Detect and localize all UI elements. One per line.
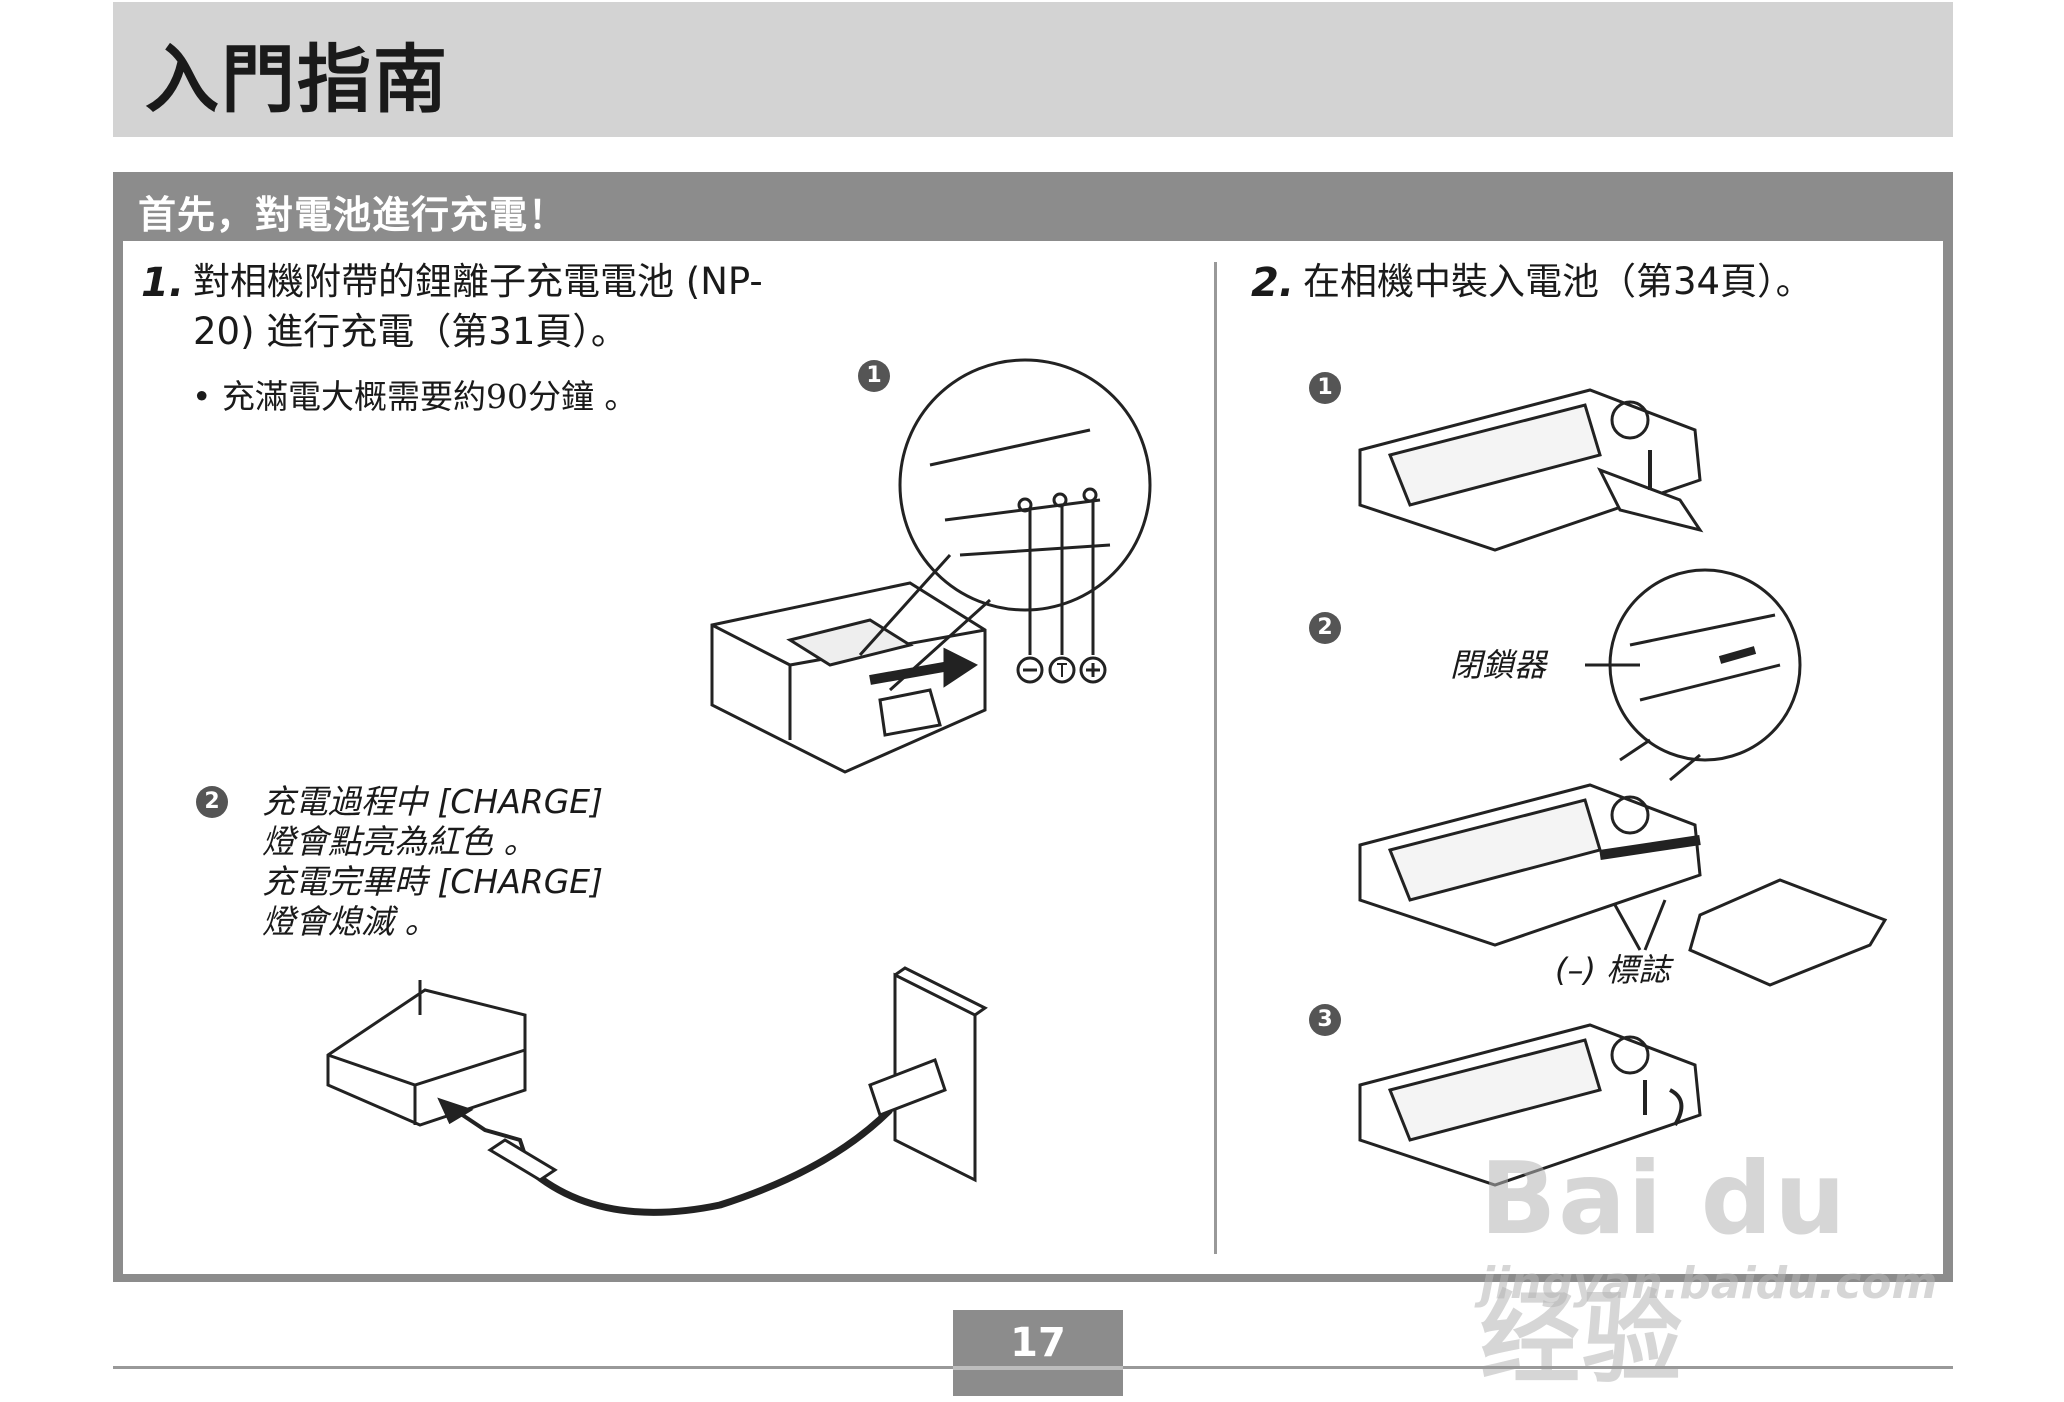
charge-note: 充電過程中 [CHARGE] 燈會點亮為紅色 。 充電完畢時 [CHARGE] … (262, 782, 603, 942)
page-number-box (953, 1310, 1123, 1396)
latch-label: 閉鎖器 (1450, 646, 1547, 684)
step1-number: 1. (141, 260, 185, 306)
section-heading: 首先，對電池進行充電！ (138, 193, 568, 237)
column-divider (1214, 262, 1217, 1254)
header-band (113, 2, 1953, 137)
step2-text: 在相機中裝入電池（第34頁）。 (1303, 260, 1813, 303)
charge-note-line: 充電完畢時 [CHARGE] (262, 862, 604, 901)
step1-text-line1: 對相機附帶的鋰離子充電電池 (NP- (193, 260, 763, 303)
step2-marker-1: 1 (1309, 372, 1341, 404)
step1-text-line2: 20) 進行充電（第31頁）。 (193, 310, 628, 353)
step1-marker-2: 2 (196, 786, 228, 818)
step2-marker-3: 3 (1309, 1004, 1341, 1036)
charge-note-line: 充電過程中 [CHARGE] (262, 782, 604, 821)
minus-mark-label: (–) 標誌 (1555, 951, 1671, 989)
step2-number: 2. (1251, 260, 1295, 306)
baidu-watermark: Bai du 经验 jingyan.baidu.com (1460, 1080, 1960, 1397)
page-title: 入門指南 (145, 37, 449, 123)
page-number: 17 (1010, 1320, 1066, 1366)
step1-marker-1: 1 (858, 360, 890, 392)
step2-marker-2: 2 (1309, 612, 1341, 644)
charge-note-line: 燈會點亮為紅色 。 (262, 822, 537, 861)
page-box-divider (953, 1366, 1123, 1370)
charge-note-line: 燈會熄滅 。 (262, 902, 438, 941)
watermark-main: Bai du 经验 (1480, 1140, 1848, 1397)
watermark-sub: jingyan.baidu.com (1480, 1258, 1938, 1309)
step1-bullet: • 充滿電大概需要約90分鐘 。 (192, 377, 638, 416)
